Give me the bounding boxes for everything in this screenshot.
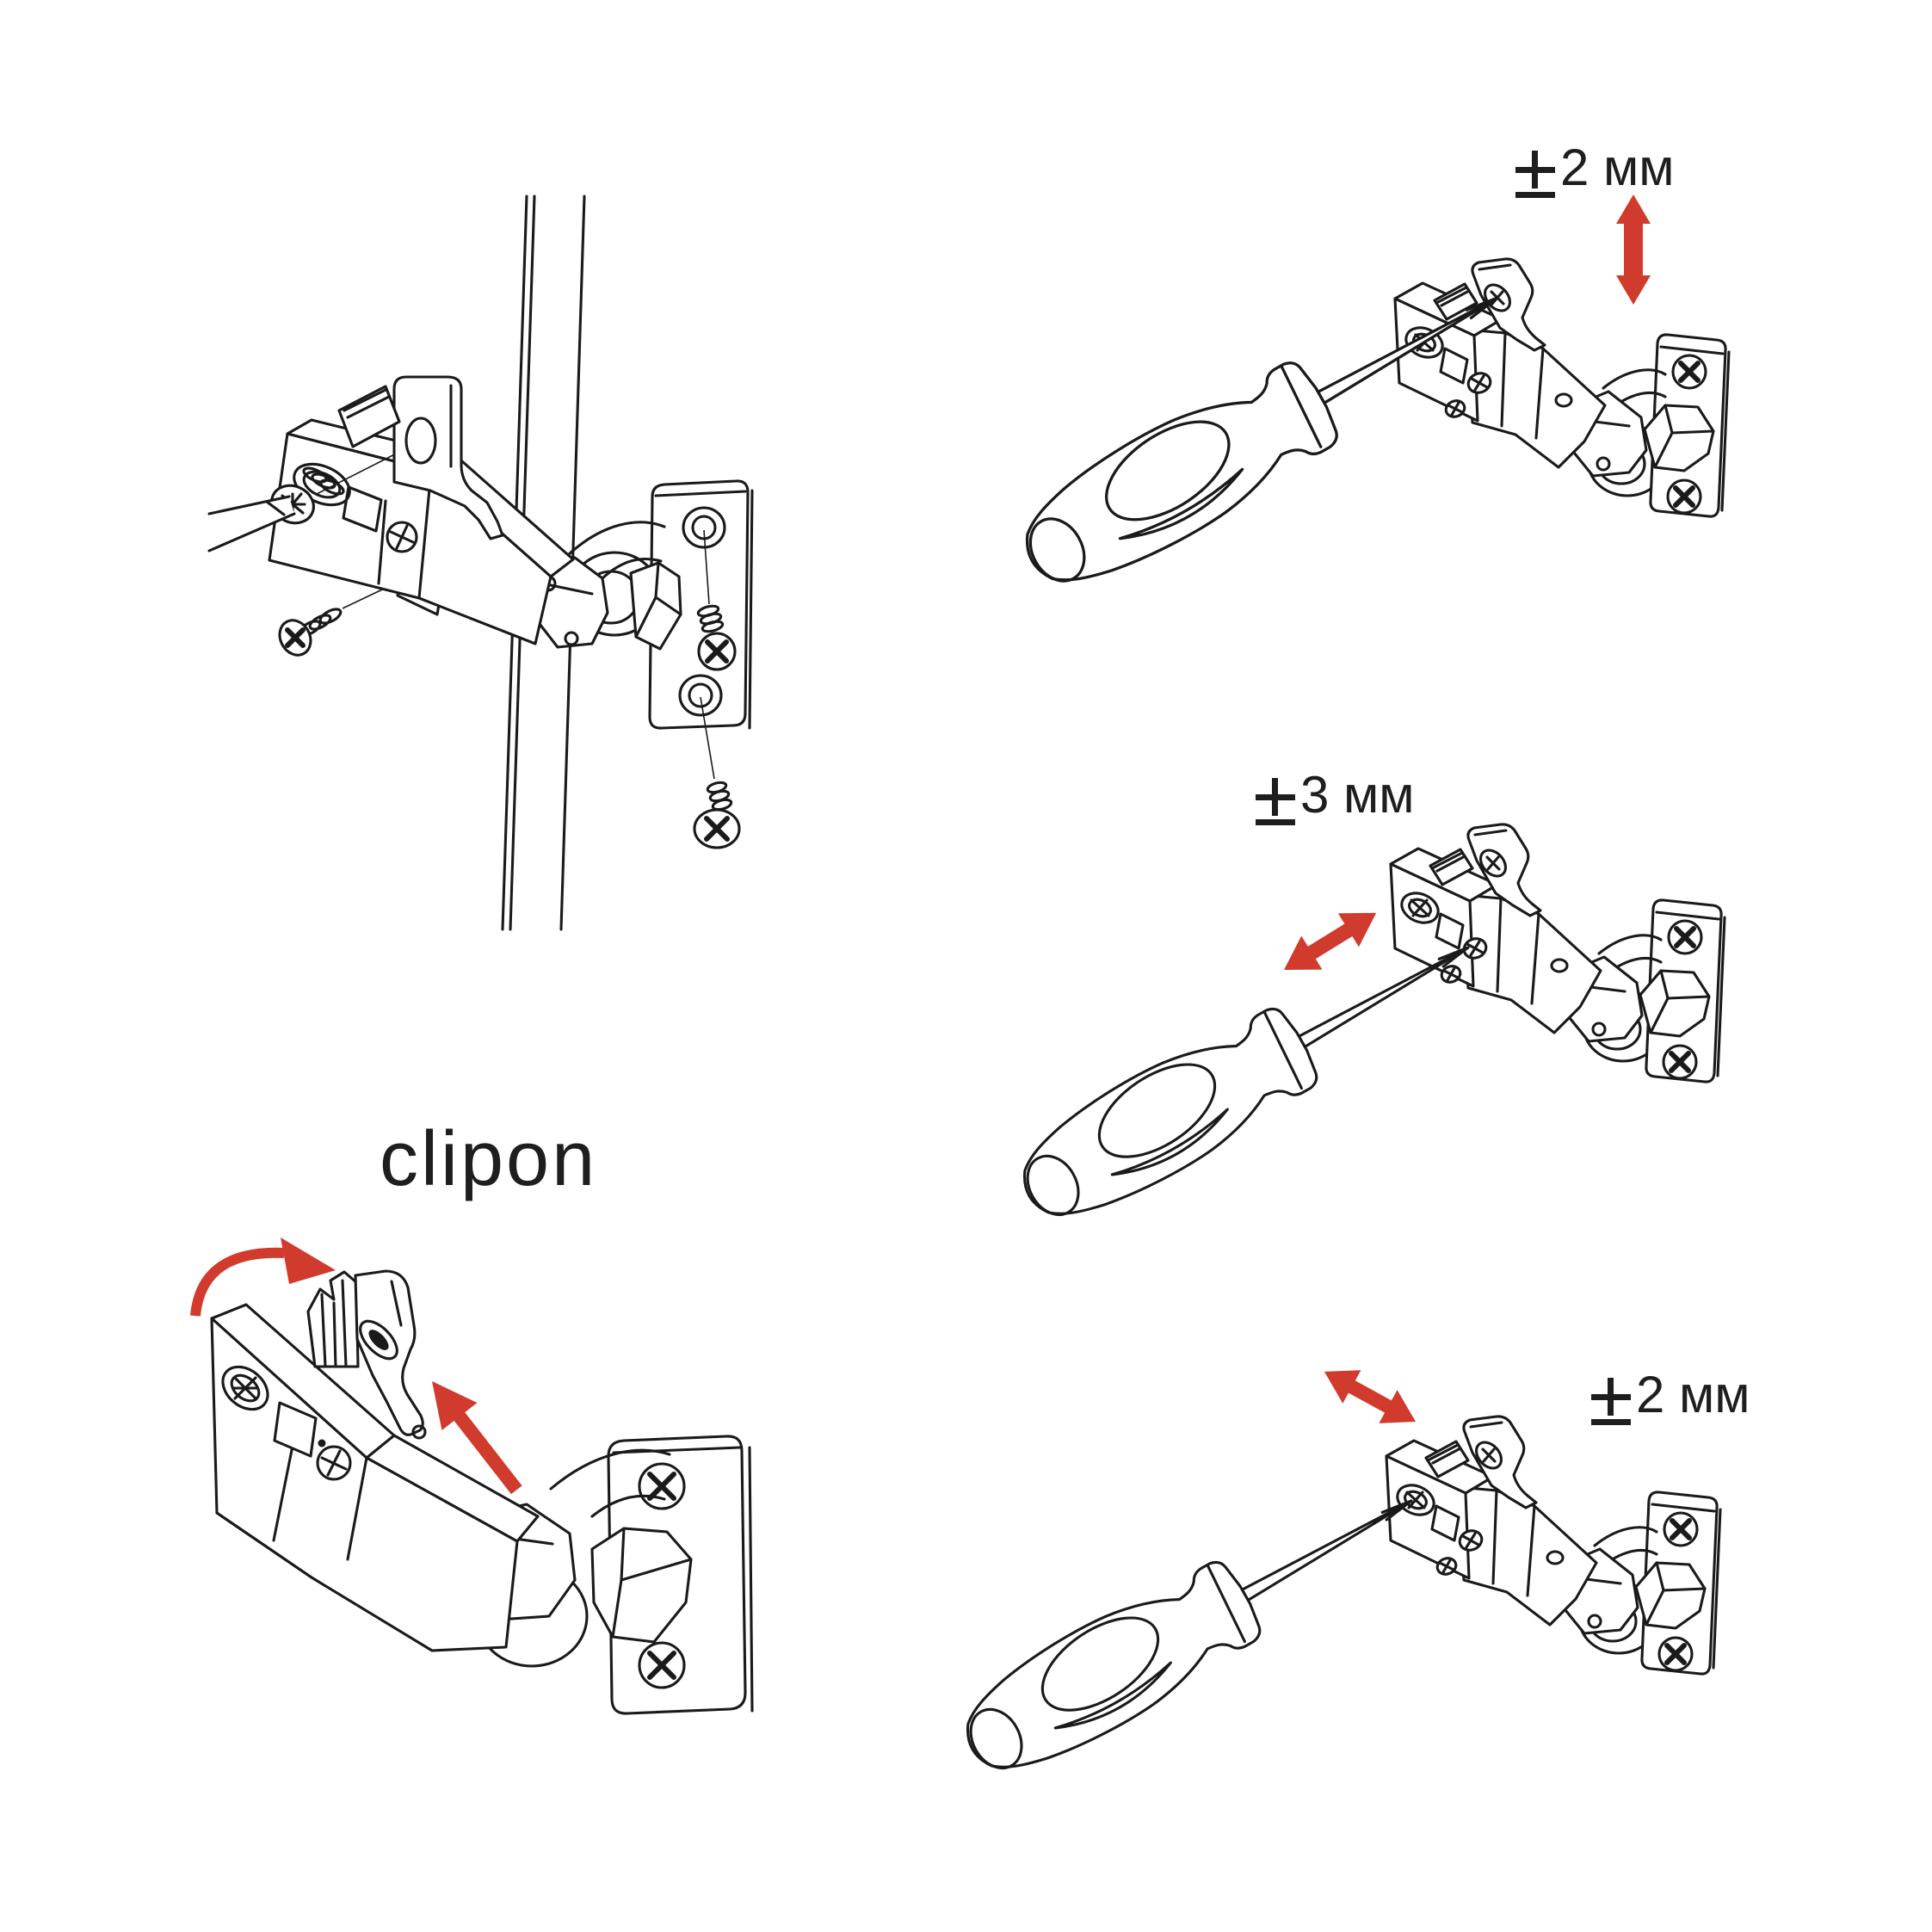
svg-text:2 мм: 2 мм <box>1636 1366 1750 1423</box>
svg-text:2 мм: 2 мм <box>1560 139 1675 196</box>
svg-text:3 мм: 3 мм <box>1300 766 1415 824</box>
svg-text:clipon: clipon <box>380 1116 597 1202</box>
